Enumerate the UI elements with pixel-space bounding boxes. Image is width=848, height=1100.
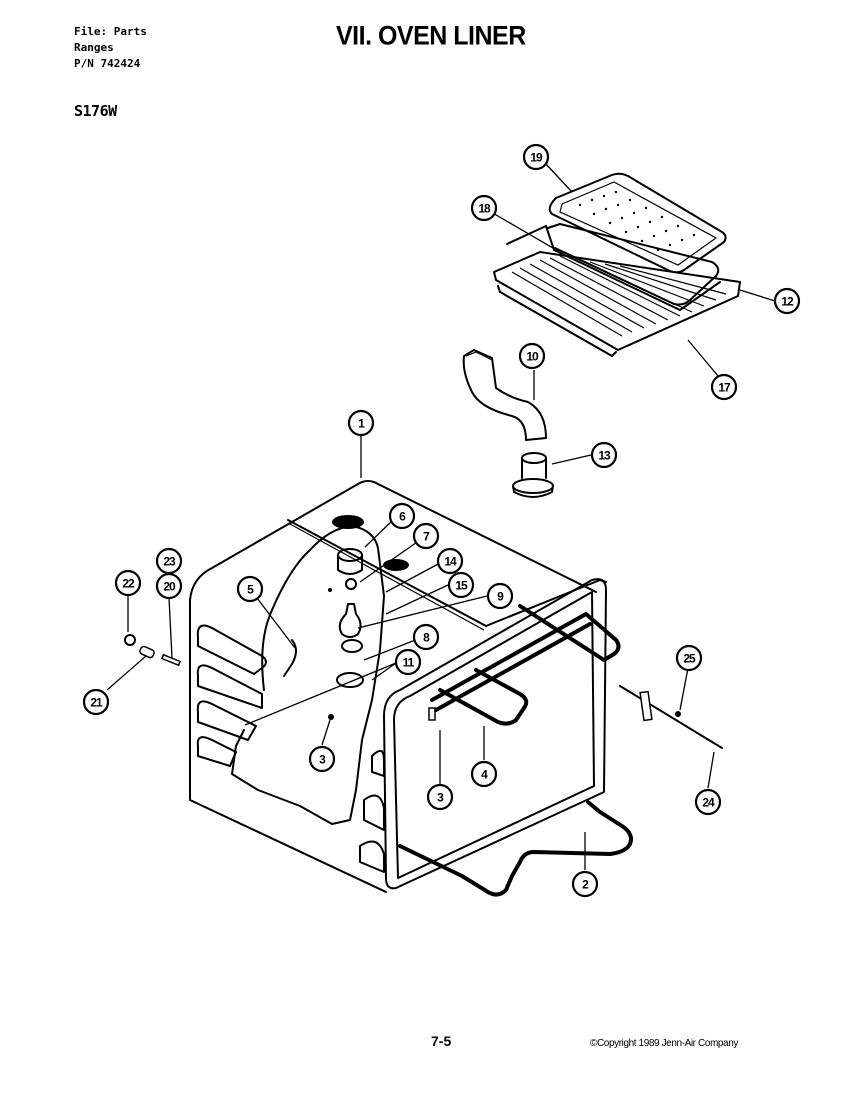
callout-8: 8 — [412, 623, 440, 651]
callout-label: 19 — [530, 151, 543, 165]
callout-circle — [394, 648, 422, 676]
callout-label: 10 — [526, 350, 539, 364]
callout-circle — [486, 582, 514, 610]
callout-circle — [710, 373, 738, 401]
callout-3a: 3 — [308, 745, 336, 773]
callout-label: 25 — [683, 652, 696, 666]
page-number: 7-5 — [431, 1033, 452, 1049]
callout-15: 15 — [447, 571, 475, 599]
callout-6: 6 — [388, 502, 416, 530]
callout-label: 13 — [598, 449, 611, 463]
callout-label: 8 — [423, 631, 430, 645]
door-hardware — [124, 634, 182, 667]
callout-circle — [388, 502, 416, 530]
broiler-pan — [548, 172, 727, 274]
callout-circle — [236, 575, 264, 603]
model-number: S176W — [74, 102, 117, 120]
vent-duct — [462, 349, 547, 441]
category-label: Ranges — [74, 41, 114, 54]
callout-label: 4 — [481, 768, 488, 782]
oven-rack — [493, 251, 741, 357]
oven-liner-box — [189, 480, 607, 893]
callout-4: 4 — [470, 760, 498, 788]
callout-label: 11 — [403, 656, 415, 670]
callout-circle — [347, 409, 375, 437]
callout-1: 1 — [347, 409, 375, 437]
callout-circle — [675, 644, 703, 672]
copyright-notice: ©Copyright 1989 Jenn-Air Company — [590, 1038, 738, 1049]
callout-12: 12 — [773, 287, 801, 315]
callout-circle — [114, 569, 142, 597]
callout-11: 11 — [394, 648, 422, 676]
callout-label: 22 — [122, 577, 135, 591]
callout-label: 1 — [358, 417, 365, 431]
broil-element — [428, 604, 621, 726]
bake-element — [398, 800, 633, 897]
callout-circle — [518, 342, 546, 370]
callout-23: 23 — [155, 547, 183, 575]
vent-fitting — [512, 452, 554, 498]
leader-lines — [106, 162, 776, 870]
oven-sensor — [619, 685, 723, 749]
callout-13: 13 — [590, 441, 618, 469]
callout-circle — [773, 287, 801, 315]
callout-circle — [590, 441, 618, 469]
callout-label: 12 — [781, 295, 794, 309]
callout-label: 20 — [163, 580, 176, 594]
callout-label: 7 — [423, 530, 430, 544]
callout-3b: 3 — [426, 783, 454, 811]
callout-21: 21 — [82, 688, 110, 716]
callout-circle — [522, 143, 550, 171]
callout-label: 17 — [718, 381, 731, 395]
callout-18: 18 — [470, 194, 498, 222]
callout-circle — [412, 623, 440, 651]
callout-label: 23 — [163, 555, 176, 569]
part-number: P/N 742424 — [74, 57, 141, 70]
callout-label: 24 — [702, 796, 715, 810]
callout-circle — [470, 760, 498, 788]
callout-circle — [155, 547, 183, 575]
callout-22: 22 — [114, 569, 142, 597]
callout-14: 14 — [436, 547, 464, 575]
callout-10: 10 — [518, 342, 546, 370]
callout-circle — [436, 547, 464, 575]
callout-label: 2 — [582, 878, 589, 892]
callout-label: 14 — [444, 555, 457, 569]
callout-circle — [694, 788, 722, 816]
callout-25: 25 — [675, 644, 703, 672]
callout-17: 17 — [710, 373, 738, 401]
callout-label: 6 — [399, 510, 406, 524]
callout-19: 19 — [522, 143, 550, 171]
callout-label: 21 — [90, 696, 103, 710]
callout-5: 5 — [236, 575, 264, 603]
callout-circle — [426, 783, 454, 811]
callout-9: 9 — [486, 582, 514, 610]
callout-label: 5 — [247, 583, 254, 597]
callout-circle — [412, 522, 440, 550]
callout-7: 7 — [412, 522, 440, 550]
callout-label: 15 — [455, 579, 468, 593]
page-title: VII. OVEN LINER — [336, 20, 526, 52]
callout-label: 3 — [437, 791, 444, 805]
broiler-tray — [506, 223, 721, 311]
callout-circle — [447, 571, 475, 599]
callout-label: 18 — [478, 202, 491, 216]
callout-circle — [308, 745, 336, 773]
callout-label: 9 — [497, 590, 504, 604]
callout-label: 3 — [319, 753, 326, 767]
callout-20: 20 — [155, 572, 183, 600]
callout-24: 24 — [694, 788, 722, 816]
file-label: File: Parts — [74, 25, 147, 38]
callout-2: 2 — [571, 870, 599, 898]
callout-circle — [571, 870, 599, 898]
callout-circle — [470, 194, 498, 222]
callout-circle — [82, 688, 110, 716]
